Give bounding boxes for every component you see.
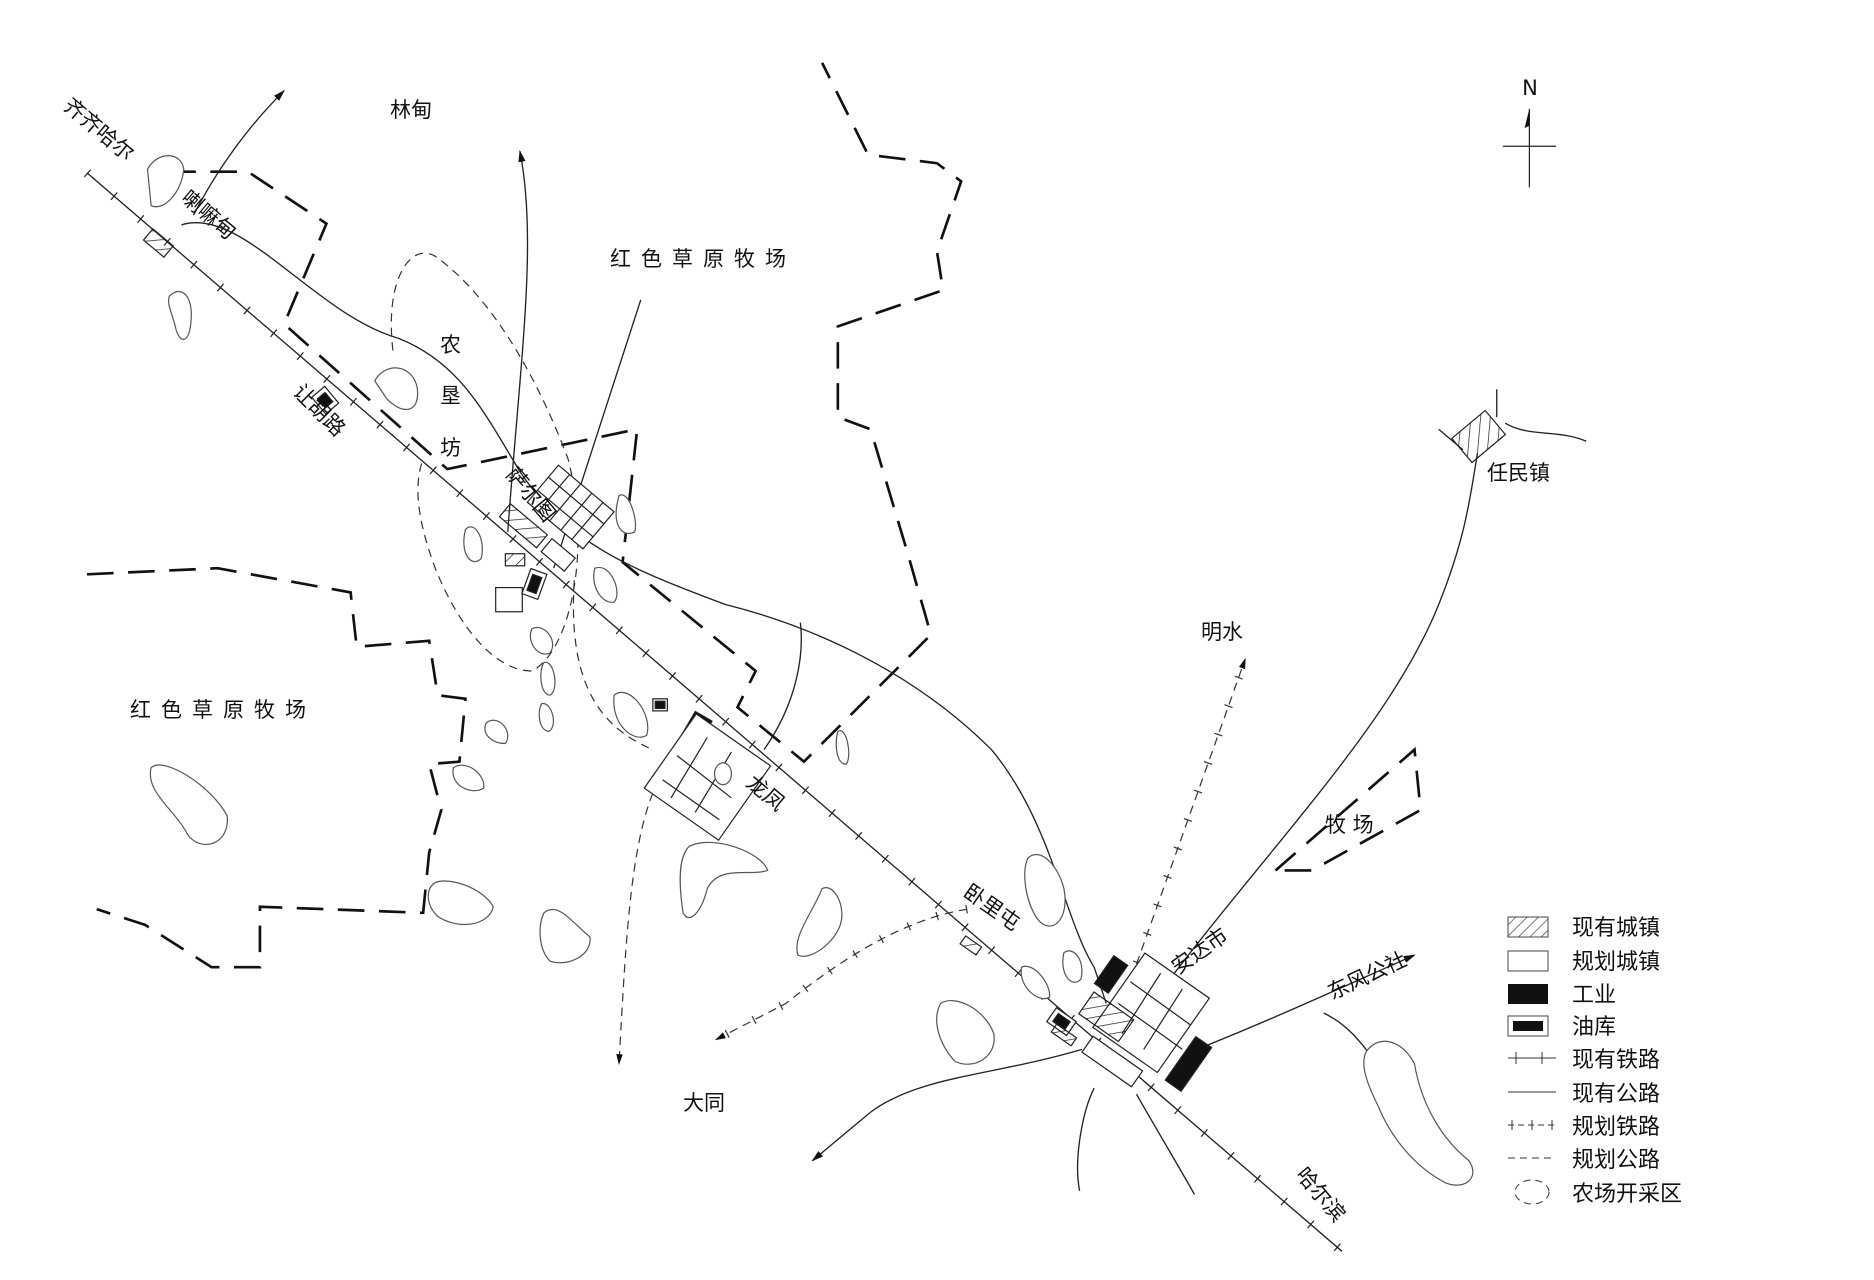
label-dongfeng: 东风公社	[1324, 947, 1410, 1004]
legend-symbol-existing-town	[1507, 916, 1549, 938]
legend-symbol-industry	[1508, 984, 1548, 1004]
lakes	[146, 155, 1474, 1186]
towns	[142, 228, 1507, 1093]
label-renmin: 任民镇	[1487, 461, 1550, 485]
legend-symbol-farm-zone	[1514, 1179, 1550, 1205]
label-pasture: 牧 场	[1325, 813, 1374, 837]
legend: 现有城镇 规划城镇 工业 油库 现有铁路 现有公路 规划铁路 规划公路 农场开采…	[1507, 916, 1682, 1207]
legend-label: 规划铁路	[1572, 1115, 1660, 1140]
existing-town-renmin	[1450, 409, 1507, 464]
town-anda	[1045, 952, 1213, 1093]
legend-label: 现有城镇	[1572, 916, 1660, 941]
industry-anda-east	[1164, 1035, 1213, 1093]
existing-roads	[181, 89, 1587, 1195]
legend-label: 油库	[1572, 1015, 1616, 1040]
legend-symbol-existing-railway	[1508, 1052, 1556, 1064]
legend-label: 现有公路	[1572, 1082, 1660, 1107]
legend-label: 规划城镇	[1572, 950, 1660, 975]
boundary-west	[86, 566, 467, 969]
legend-label: 规划公路	[1572, 1148, 1660, 1173]
label-red-grassland-north: 红色草原牧场	[610, 247, 796, 271]
town-longfeng	[643, 713, 772, 842]
label-qiqihar: 齐齐哈尔	[59, 93, 139, 165]
existing-town-lamadian	[142, 228, 175, 258]
label-mingshui: 明水	[1201, 620, 1243, 644]
label-wolitun: 卧里屯	[959, 879, 1024, 935]
existing-town-wolitun	[959, 935, 983, 956]
label-harbin: 哈尔滨	[1291, 1163, 1350, 1227]
legend-label: 农场开采区	[1572, 1182, 1682, 1207]
label-red-grassland-west: 红色草原牧场	[130, 698, 316, 722]
industry-anda-north	[1093, 954, 1129, 995]
legend-label: 现有铁路	[1572, 1048, 1660, 1073]
label-lamadian: 喇嘛甸	[177, 185, 241, 244]
legend-label: 工业	[1572, 983, 1616, 1008]
label-anda: 安达市	[1167, 923, 1232, 979]
legend-symbol-planned-railway	[1508, 1120, 1556, 1130]
label-nongken-1: 农	[440, 333, 461, 357]
label-nongken-3: 坊	[440, 436, 461, 460]
town-saertu	[498, 464, 615, 572]
planned-railways	[713, 657, 1250, 1044]
north-arrow-icon	[1502, 108, 1556, 188]
boundary-pasture	[1271, 746, 1422, 872]
planned-roads	[390, 252, 660, 1066]
label-datong: 大同	[683, 1091, 725, 1115]
label-nongken-2: 垦	[440, 384, 461, 408]
north-label: N	[1522, 76, 1538, 100]
label-ranghulu: 让胡路	[288, 380, 350, 442]
label-lindian: 林甸	[390, 98, 432, 122]
legend-symbol-planned-town	[1507, 950, 1549, 972]
boundary-north	[169, 62, 963, 764]
